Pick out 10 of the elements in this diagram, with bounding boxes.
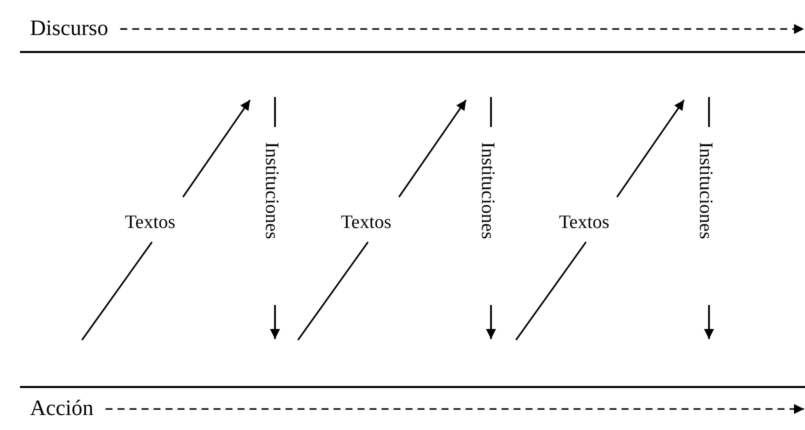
- dashed-arrow: [120, 24, 804, 34]
- arrow-label: Textos: [341, 213, 392, 232]
- arrow-label: Textos: [125, 213, 176, 232]
- level-label: Discurso: [30, 17, 108, 39]
- level-label: Acción: [30, 397, 94, 419]
- arrow-label: Instituciones: [262, 142, 281, 240]
- arrow-label: Instituciones: [478, 142, 497, 240]
- arrow-label: Textos: [559, 213, 610, 232]
- arrow-label: Instituciones: [696, 142, 715, 240]
- dashed-arrow: [106, 404, 804, 414]
